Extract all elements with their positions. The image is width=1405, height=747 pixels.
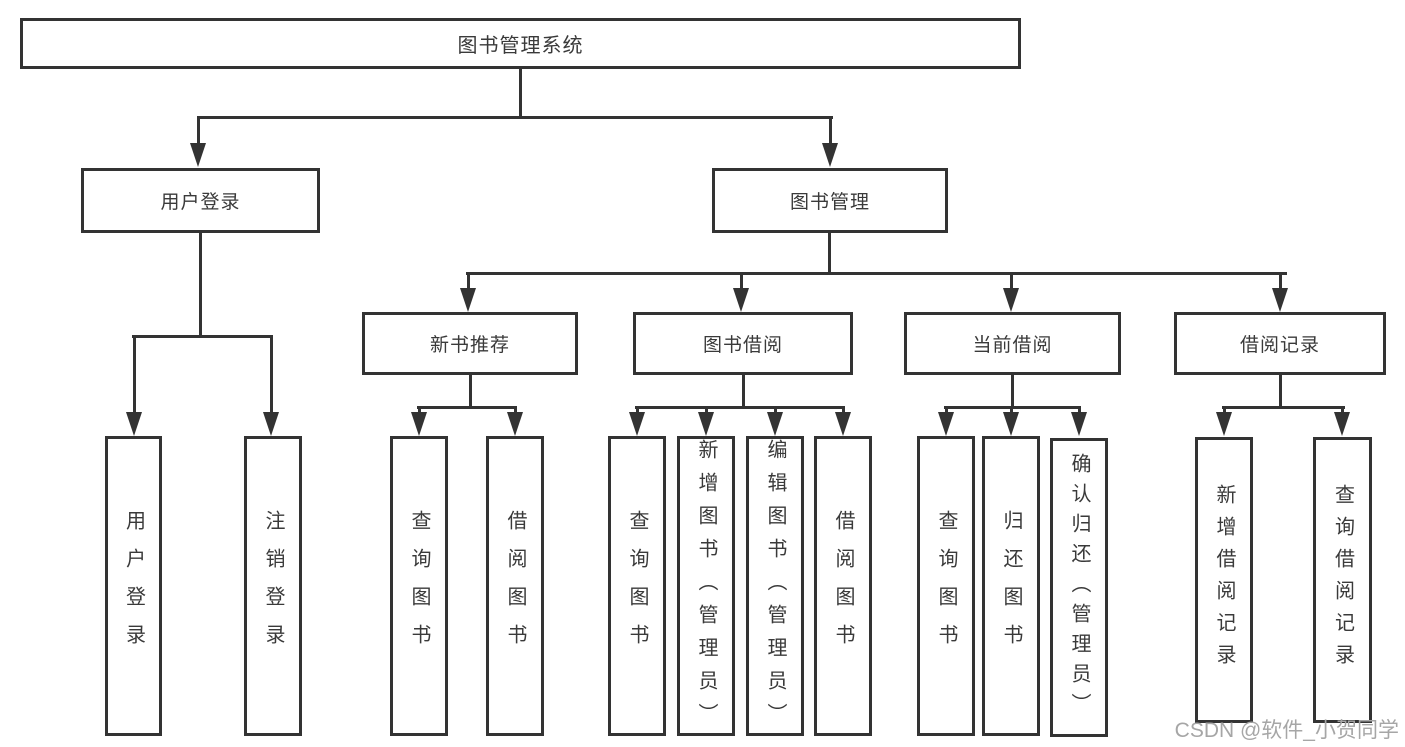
connector-section-stem — [1010, 273, 1013, 291]
arrow-down-icon — [460, 288, 476, 312]
node-user-login: 用户登录 — [81, 168, 320, 233]
arrow-down-icon — [1334, 412, 1350, 436]
connector-section-stem — [1279, 273, 1282, 291]
arrow-down-icon — [733, 288, 749, 312]
connector-leaf-stem — [133, 336, 136, 414]
connector-br-v — [1279, 375, 1282, 408]
arrow-down-icon — [507, 412, 523, 436]
leaf-br-query-record-label: 查询借阅记录 — [1331, 484, 1354, 676]
connector-leaf-stem — [514, 407, 517, 415]
leaf-logout: 注销登录 — [244, 436, 302, 736]
leaf-bb-add-books-label: 新增图书（管理员） — [695, 439, 717, 736]
node-book-mgmt: 图书管理 — [712, 168, 948, 233]
leaf-br-add-record-label: 新增借阅记录 — [1213, 484, 1235, 676]
leaf-user-login: 用户登录 — [105, 436, 162, 736]
connector-user-login-v — [199, 233, 202, 337]
connector-leaf-stem — [418, 407, 421, 415]
arrow-down-icon — [767, 412, 783, 436]
leaf-br-query-record: 查询借阅记录 — [1313, 437, 1372, 723]
leaf-nbr-query-books: 查询图书 — [390, 436, 448, 736]
connector-br-h — [1222, 406, 1345, 409]
connector-root-v — [519, 67, 522, 118]
leaf-cb-query-books: 查询图书 — [917, 436, 975, 736]
connector-section-stem — [740, 273, 743, 291]
connector-book-mgmt-h — [466, 272, 1287, 275]
leaf-nbr-borrow-books-label: 借阅图书 — [504, 510, 526, 662]
connector-leaf-stem — [1078, 407, 1081, 415]
arrow-down-icon — [1272, 288, 1288, 312]
node-root-label: 图书管理系统 — [457, 35, 584, 57]
connector-leaf-stem — [1223, 407, 1226, 415]
arrow-down-icon — [1003, 412, 1019, 436]
connector-cb-v — [1011, 375, 1014, 408]
arrow-down-icon — [1003, 288, 1019, 312]
node-current-borrow: 当前借阅 — [904, 312, 1121, 375]
connector-root-h — [197, 116, 833, 119]
node-book-mgmt-label: 图书管理 — [789, 192, 870, 213]
leaf-bb-borrow-books-label: 借阅图书 — [832, 510, 854, 662]
arrow-down-icon — [1071, 412, 1087, 436]
arrow-down-icon — [126, 412, 142, 436]
connector-leaf-stem — [705, 407, 708, 415]
arrow-down-icon — [1216, 412, 1232, 436]
leaf-nbr-borrow-books: 借阅图书 — [486, 436, 544, 736]
connector-bb-v — [742, 375, 745, 408]
leaf-bb-add-books: 新增图书（管理员） — [677, 436, 735, 736]
connector-user-login-stem — [197, 117, 200, 145]
node-new-book-rec-label: 新书推荐 — [429, 335, 510, 356]
node-book-borrow: 图书借阅 — [633, 312, 853, 375]
leaf-cb-confirm-return: 确认归还（管理员） — [1050, 438, 1108, 737]
connector-leaf-stem — [1010, 407, 1013, 415]
node-book-borrow-label: 图书借阅 — [702, 335, 783, 356]
connector-nbr-v — [469, 375, 472, 408]
leaf-cb-confirm-return-label: 确认归还（管理员） — [1068, 452, 1090, 723]
leaf-logout-label: 注销登录 — [262, 510, 284, 662]
leaf-bb-query-books: 查询图书 — [608, 436, 666, 736]
connector-section-stem — [467, 273, 470, 291]
node-borrow-records: 借阅记录 — [1174, 312, 1386, 375]
watermark: CSDN @软件_小贺同学 — [1174, 719, 1399, 742]
leaf-bb-query-books-label: 查询图书 — [626, 510, 648, 662]
leaf-bb-edit-books-label: 编辑图书（管理员） — [764, 439, 786, 736]
node-borrow-records-label: 借阅记录 — [1239, 335, 1320, 356]
leaf-bb-edit-books: 编辑图书（管理员） — [746, 436, 804, 736]
arrow-down-icon — [263, 412, 279, 436]
arrow-down-icon — [835, 412, 851, 436]
leaf-bb-borrow-books: 借阅图书 — [814, 436, 872, 736]
connector-leaf-stem — [270, 336, 273, 414]
leaf-br-add-record: 新增借阅记录 — [1195, 437, 1253, 723]
arrow-down-icon — [629, 412, 645, 436]
arrow-down-icon — [938, 412, 954, 436]
connector-book-mgmt-v — [828, 233, 831, 275]
connector-leaf-stem — [1341, 407, 1344, 415]
node-root: 图书管理系统 — [20, 18, 1021, 69]
leaf-user-login-label: 用户登录 — [122, 510, 145, 662]
connector-leaf-stem — [636, 407, 639, 415]
leaf-cb-return-books-label: 归还图书 — [1000, 510, 1022, 662]
leaf-nbr-query-books-label: 查询图书 — [408, 510, 430, 662]
arrow-down-icon — [190, 143, 206, 167]
arrow-down-icon — [822, 143, 838, 167]
connector-book-mgmt-stem — [829, 117, 832, 145]
leaf-cb-return-books: 归还图书 — [982, 436, 1040, 736]
connector-nbr-h — [417, 406, 517, 409]
node-user-login-label: 用户登录 — [160, 192, 241, 213]
connector-bb-h — [635, 406, 845, 409]
leaf-cb-query-books-label: 查询图书 — [935, 510, 957, 662]
node-current-borrow-label: 当前借阅 — [972, 335, 1053, 356]
connector-leaf-stem — [945, 407, 948, 415]
node-new-book-rec: 新书推荐 — [362, 312, 578, 375]
arrow-down-icon — [411, 412, 427, 436]
connector-user-login-h — [132, 335, 273, 338]
arrow-down-icon — [698, 412, 714, 436]
connector-leaf-stem — [842, 407, 845, 415]
connector-leaf-stem — [774, 407, 777, 415]
